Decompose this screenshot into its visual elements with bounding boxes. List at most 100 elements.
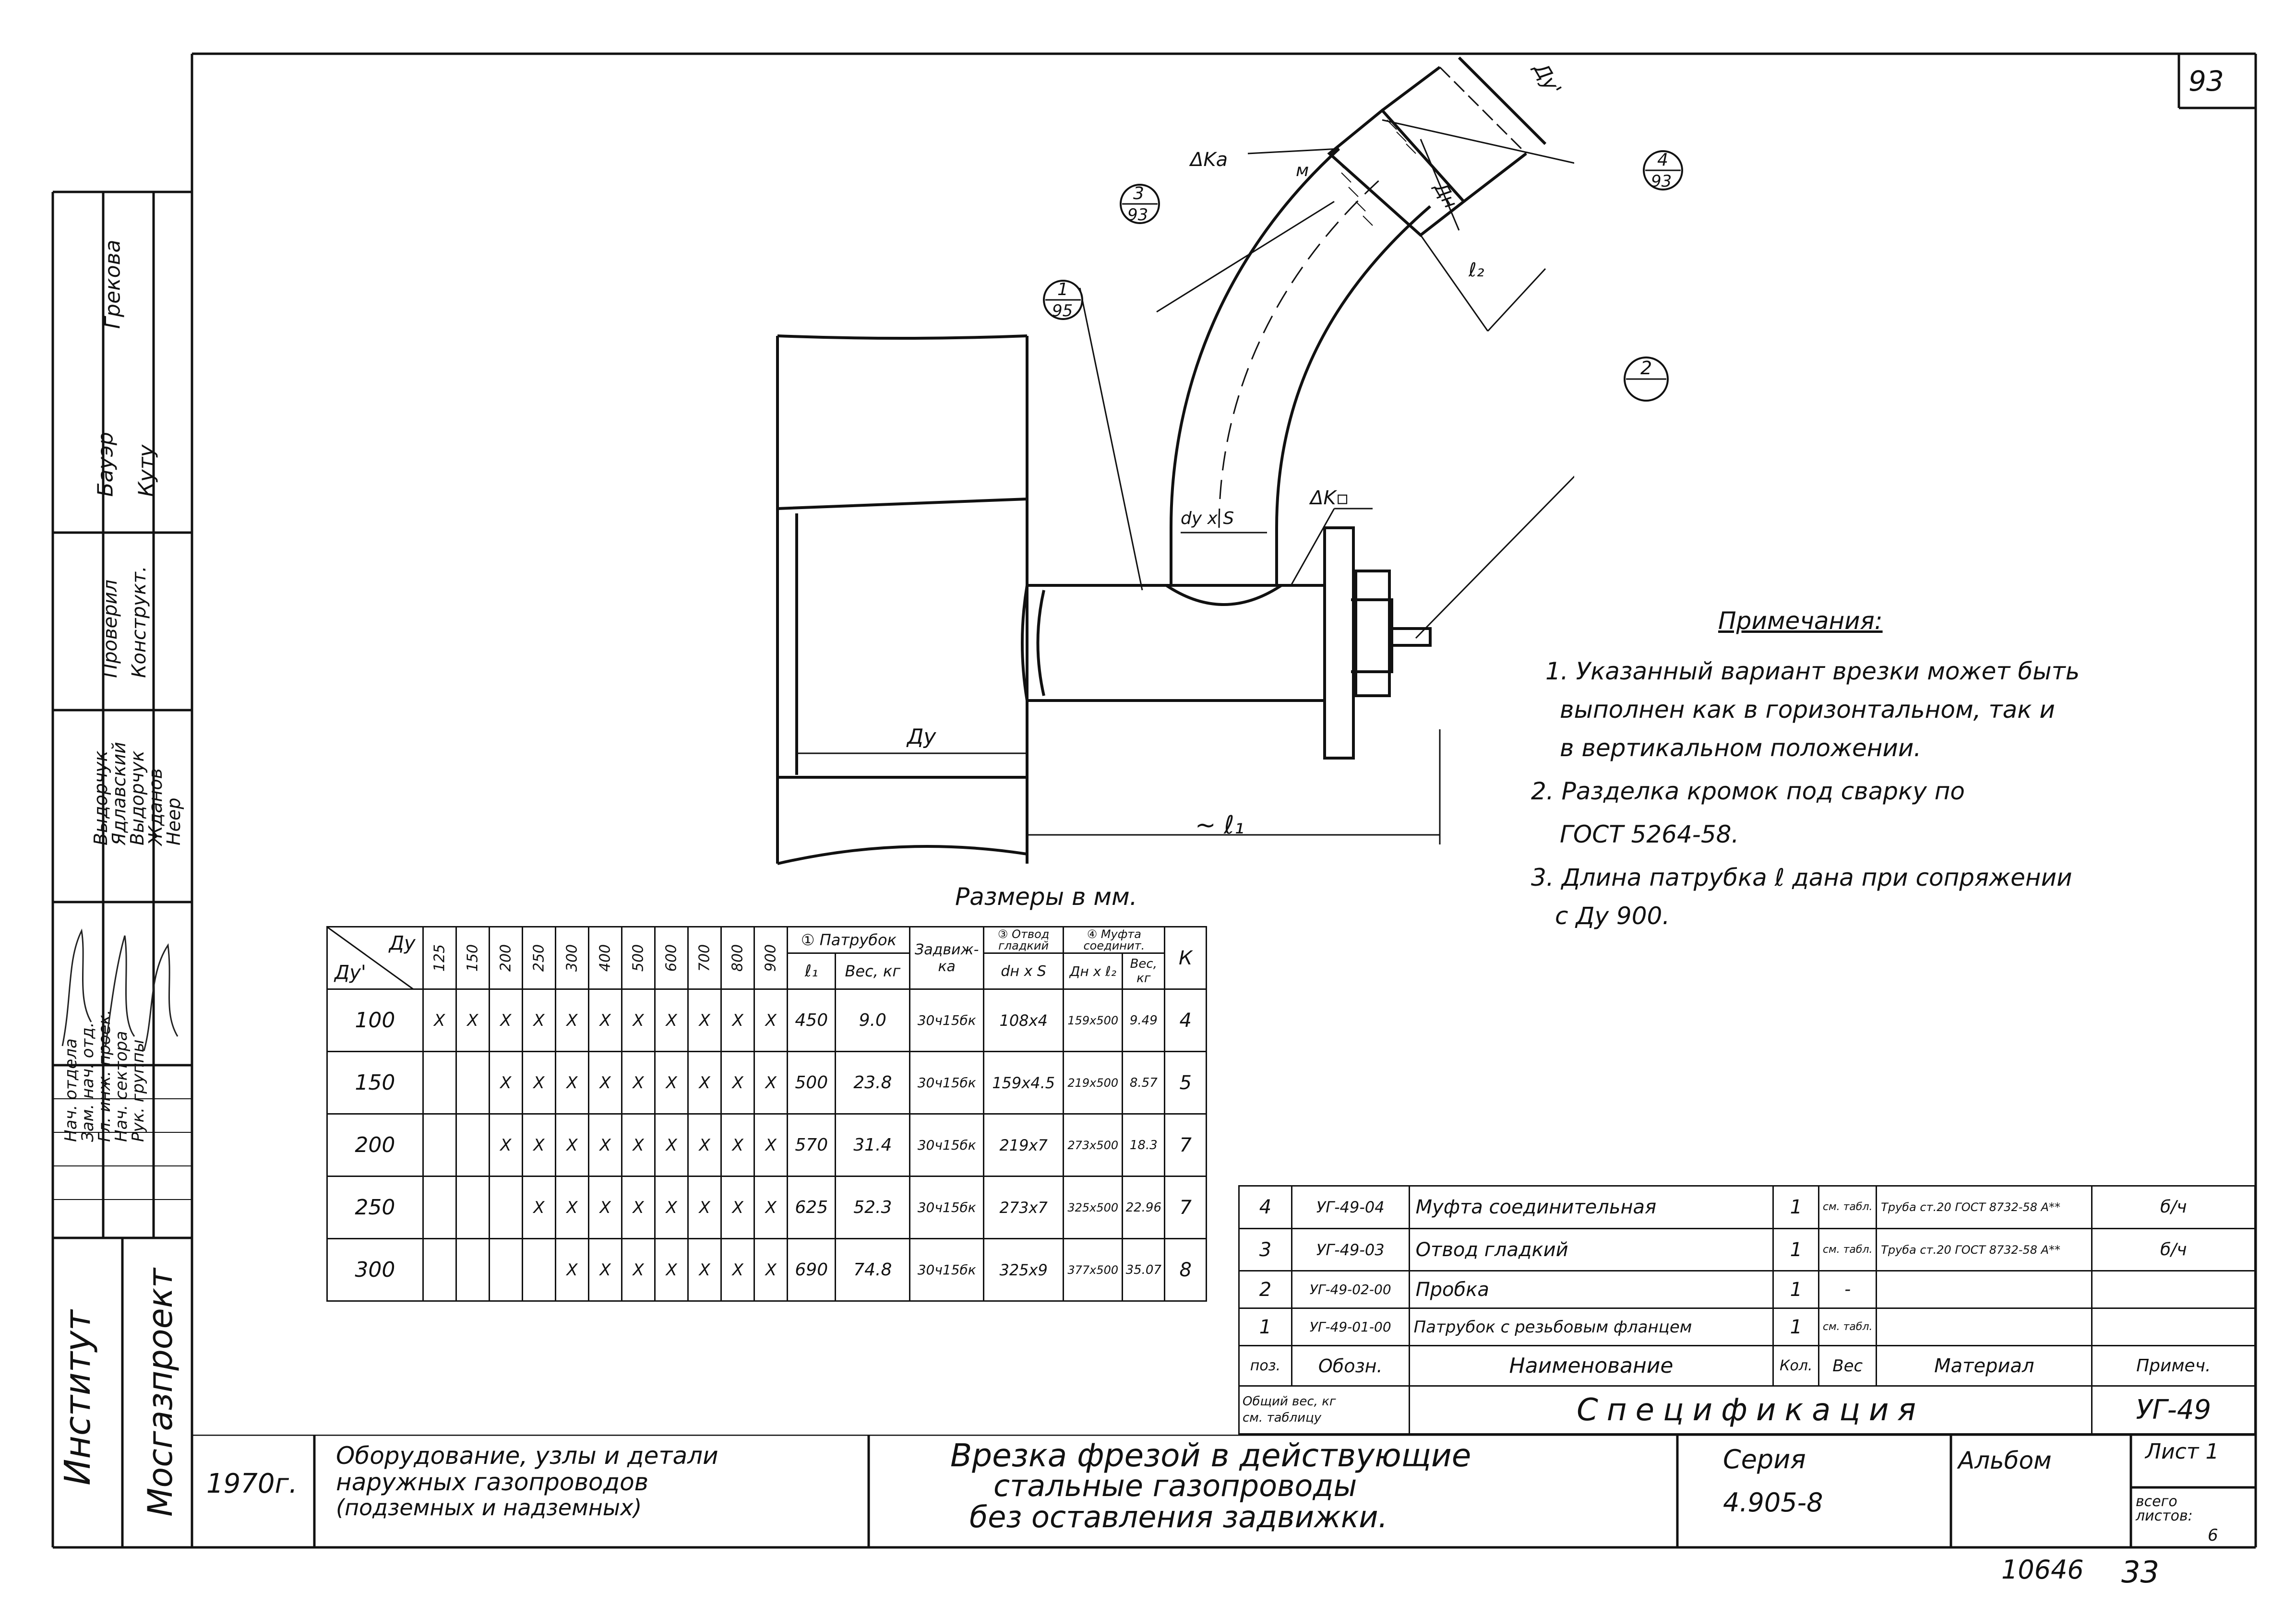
cell-weight: 23.8 [835,1051,911,1115]
cell-mark: X [488,988,523,1052]
spec-name: Отвод гладкий [1408,1227,1774,1272]
signature-name-1: Бауэр [93,432,118,497]
subject-line-3: (подземных и надземных) [336,1495,642,1521]
signature-name-2: Куту [134,444,159,497]
cell-mark: X [687,988,722,1052]
cell-mark: X [554,1238,589,1302]
spec-qty: 1 [1772,1185,1820,1229]
sub-weight: Вес, кг [835,952,911,990]
cell-mark [488,1238,523,1302]
cell-otvod: 108x4 [982,988,1064,1052]
spec-table: 4 УГ-49-04 Муфта соединительная 1 см. та… [1238,1185,2256,1435]
spec-title: Спецификация [1408,1385,2093,1435]
dy-col: 250 [530,944,548,972]
dy-col: 800 [729,944,746,972]
approval-5: Неер [163,797,184,845]
spec-name: Патрубок с резьбовым фланцем [1408,1307,1774,1347]
cell-weight: 9.0 [835,988,911,1052]
dims-row: 150 X X X X X X X X X 500 23.8 30ч15бк 1… [326,1051,1207,1115]
callout-4-den: 93 [1651,172,1672,191]
cell-mark: X [654,988,689,1052]
cell-mark: X [654,1113,689,1177]
dy-col: 700 [696,944,713,972]
cell-otvod: 219x7 [982,1113,1064,1177]
spec-hdr-weight: Вес [1818,1345,1877,1387]
archive-number: 10646 [2001,1555,2084,1585]
cell-mark: X [753,988,789,1052]
dy-col: 500 [630,944,647,972]
sheets-total: 6 [2208,1526,2218,1545]
organization-name: Мосгазпроект [141,1268,180,1517]
dy-col: 150 [464,944,481,972]
spec-material [1876,1270,2093,1309]
cell-mark [422,1113,457,1177]
cell-m-weight: 18.3 [1122,1113,1166,1177]
subject-line-1: Оборудование, узлы и детали [336,1442,718,1470]
cell-l1: 690 [787,1238,837,1302]
signature-name-3: Грекова [100,239,125,329]
note-line-3: в вертикальном положении. [1560,734,1922,762]
spec-row: 3 УГ-49-03 Отвод гладкий 1 см. табл. Тру… [1238,1227,2256,1272]
cell-l1: 625 [787,1176,837,1239]
cell-mark: X [753,1176,789,1239]
cell-mark: X [455,988,490,1052]
cell-mark: X [720,1238,755,1302]
cell-mark: X [621,1238,656,1302]
spec-see-tables: см. таблицу [1243,1410,1322,1425]
title-block-lines [192,1435,2256,1547]
dims-row: 100 X X X X X X X X X X X 450 9.0 30ч15б… [326,988,1207,1052]
cell-weight: 74.8 [835,1238,911,1302]
cell-mark [422,1176,457,1239]
dy-col: 200 [497,944,514,972]
cell-mark: X [587,1113,623,1177]
subject-line-2: наружных газопроводов [336,1468,649,1496]
dy-col: 125 [431,944,448,972]
spec-pos: 2 [1238,1270,1292,1309]
title-line-2: стальные газопроводы [993,1468,1357,1503]
cell-mark: X [621,1176,656,1239]
cell-mark: X [587,988,623,1052]
callout-1-circle [1043,280,1083,320]
cell-dy: 250 [326,1176,424,1239]
cell-mark: X [654,1238,689,1302]
callout-4-num: 4 [1657,150,1668,170]
notes-title: Примечания: [1718,607,1883,635]
dy-col: 300 [563,944,581,972]
note-line-6: 3. Длина патрубка ℓ дана при сопряжении [1531,864,2072,891]
series-label: Серия [1723,1444,1806,1474]
cell-weight: 31.4 [835,1113,911,1177]
hdr-mufta: ④ Муфта соединит. [1063,926,1166,954]
sub-l1: ℓ₁ [787,952,837,990]
note-line-4: 2. Разделка кромок под сварку по [1531,777,1965,805]
cell-otvod: 325x9 [982,1238,1064,1302]
cell-mark: X [488,1051,523,1115]
dy-col: 900 [762,944,779,972]
album-label: Альбом [1958,1447,2052,1474]
spec-weight: - [1818,1270,1877,1309]
spec-qty: 1 [1772,1227,1820,1272]
spec-total-weight: Общий вес, кг [1243,1394,1336,1409]
cell-zadvizhka: 30ч15бк [909,1176,984,1239]
note-line-5: ГОСТ 5264-58. [1560,820,1739,848]
spec-hdr-name: Наименование [1408,1345,1774,1387]
cell-mark: X [521,1113,556,1177]
spec-code: УГ-49-02-00 [1291,1270,1410,1309]
cell-mark [422,1238,457,1302]
spec-footer-row: Общий вес, кг см. таблицу Спецификация У… [1238,1385,2256,1435]
cell-mark: X [687,1238,722,1302]
series-number: 4.905-8 [1723,1487,1823,1518]
hdr-patrubok: ① Патрубок [787,926,911,954]
spec-hdr-code: Обозн. [1291,1345,1410,1387]
spec-row: 4 УГ-49-04 Муфта соединительная 1 см. та… [1238,1185,2256,1229]
dims-corner-cell: Ду Ду' [326,926,424,990]
dims-table: Ду Ду' 125 150 200 250 300 400 500 600 7… [326,926,1207,1302]
cell-mark: X [621,1113,656,1177]
note-line-1: 1. Указанный вариант врезки может быть [1545,657,2080,685]
label-l2: ℓ₂ [1469,259,1484,281]
cell-mark: X [720,1051,755,1115]
cell-mark [455,1113,490,1177]
spec-weight: см. табл. [1818,1227,1877,1272]
cell-k: 5 [1164,1051,1207,1115]
pipe-drawing [776,56,1574,865]
